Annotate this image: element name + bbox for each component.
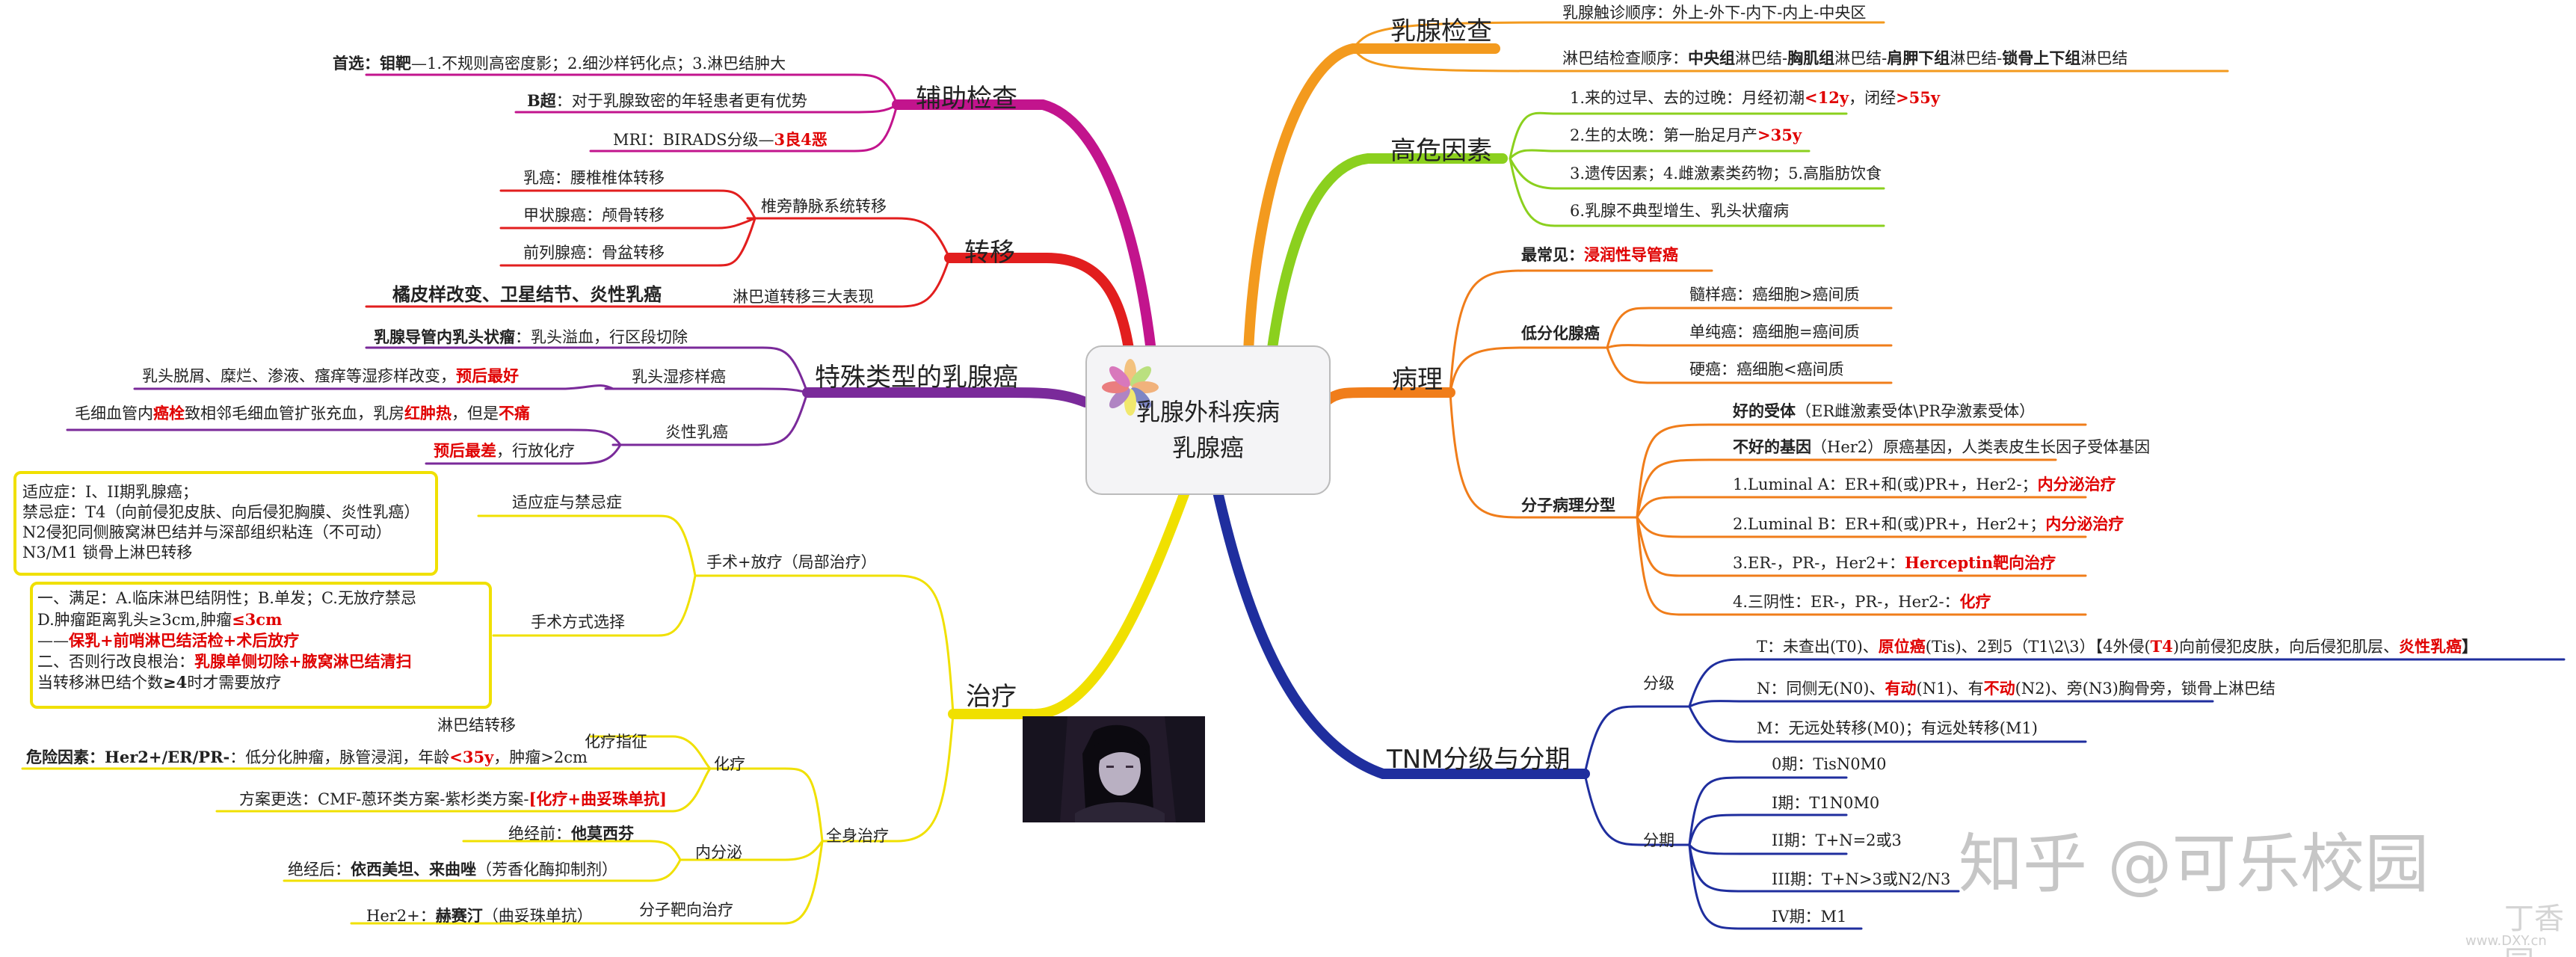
pathology-medullary: 髓样癌：癌细胞>癌间质 — [1689, 286, 1860, 304]
branch-tnm[interactable]: TNM分级与分期 — [1387, 745, 1571, 775]
treat-endocrine: 内分泌 — [695, 843, 742, 861]
dxy-watermark: www.DXY.cn — [2465, 933, 2547, 949]
central-subtitle: 乳腺癌 — [1171, 434, 1244, 462]
surgery-box — [30, 582, 492, 709]
tnm-stage: 分期 — [1643, 831, 1674, 849]
chemo-lymph: 淋巴结转移 — [437, 716, 516, 734]
special-papilloma: 乳腺导管内乳头状瘤：乳头溢血，行区段切除 — [374, 327, 688, 346]
branch-risk-factors[interactable]: 高危因素 — [1390, 136, 1492, 166]
chemo-indication: 化疗指征 — [585, 733, 647, 751]
zhihu-watermark: 知乎 @可乐校园 — [1959, 827, 2429, 902]
branch-treatment[interactable]: 治疗 — [966, 682, 1017, 712]
tnm-grade: 分级 — [1643, 674, 1674, 692]
meta-lymphatic: 淋巴道转移三大表现 — [733, 288, 874, 306]
targeted-herceptin: Her2+：赫赛汀（曲妥珠单抗） — [366, 906, 593, 925]
dxy-logo: 丁香园 — [2504, 902, 2564, 957]
special-inflammatory: 炎性乳癌 — [665, 423, 728, 441]
surgery-radical: 二、否则行改良根治：乳腺单侧切除+腋窝淋巴结清扫 — [37, 652, 412, 671]
treat-targeted: 分子靶向治疗 — [639, 901, 733, 919]
chemo-regimen: 方案更迭：CMF-蒽环类方案-紫杉类方案-[化疗+曲妥珠单抗] — [239, 790, 667, 808]
special-paget: 乳头湿疹样癌 — [632, 368, 726, 386]
special-inflammatory-prognosis: 预后最差，行放化疗 — [434, 441, 575, 460]
tnm-t: T：未查出(T0)、原位癌(Tis)、2到5（T1\2\3）【4外侵(T4)向前… — [1757, 637, 2478, 656]
aux-mri: MRI：BIRADS分级—3良4恶 — [613, 130, 828, 149]
meta-lymphatic-signs: 橘皮样改变、卫星结节、炎性乳癌 — [392, 283, 662, 305]
chemo-risk-factors: 危险因素：Her2+/ER/PR-：低分化肿瘤，脉管浸润，年龄<35y，肿瘤>2… — [26, 748, 588, 766]
stage-1: I期：T1N0M0 — [1772, 794, 1880, 812]
risk-item-4: 6.乳腺不典型增生、乳头状瘤病 — [1570, 202, 1790, 220]
molecular-luminal-a: 1.Luminal A：ER+和(或)PR+，Her2-；内分泌治疗 — [1733, 475, 2116, 493]
surgery-criteria-1: 一、满足：A.临床淋巴结阴性；B.单发；C.无放疗禁忌 — [37, 589, 416, 607]
pinwheel-icon — [1102, 359, 1159, 416]
aux-mammography: 首选：钼靶—1.不规则高密度影；2.细沙样钙化点；3.淋巴结肿大 — [333, 54, 786, 73]
risk-item-3: 3.遗传因素；4.雌激素类药物；5.高脂肪饮食 — [1570, 164, 1882, 182]
treat-surgery-choice: 手术方式选择 — [531, 613, 625, 631]
molecular-her2: 3.ER-，PR-，Her2+：Herceptin靶向治疗 — [1733, 553, 2056, 572]
risk-item-1: 1.来的过早、去的过晚：月经初潮<12y，闭经>55y — [1570, 88, 1941, 107]
branch-breast-exam[interactable]: 乳腺检查 — [1390, 16, 1492, 46]
indication-3: N2侵犯同侧腋窝淋巴结并与深部组织粘连（不可动） — [22, 523, 392, 541]
aux-ultrasound: B超：对于乳腺致密的年轻患者更有优势 — [527, 91, 807, 110]
pathology-molecular: 分子病理分型 — [1521, 496, 1615, 514]
stage-0: 0期：TisN0M0 — [1772, 755, 1887, 773]
branch-pathology[interactable]: 病理 — [1392, 365, 1443, 395]
indication-box — [13, 471, 438, 576]
exam-lymph-order: 淋巴结检查顺序：中央组淋巴结-胸肌组淋巴结-肩胛下组淋巴结-锁骨上下组淋巴结 — [1562, 49, 2128, 67]
risk-item-2: 2.生的太晚：第一胎足月产>35y — [1570, 126, 1802, 144]
special-inflammatory-desc: 毛细血管内癌栓致相邻毛细血管扩张充血，乳房红肿热，但是不痛 — [75, 404, 530, 422]
molecular-good-receptor: 好的受体（ER雌激素受体\PR孕激素受体） — [1733, 401, 2036, 420]
meta-thyroid-cancer: 甲状腺癌：颅骨转移 — [523, 206, 665, 224]
treat-chemo: 化疗 — [714, 755, 745, 773]
stage-2: II期：T+N=2或3 — [1772, 831, 1902, 849]
meta-breast-cancer: 乳癌：腰椎椎体转移 — [523, 169, 665, 187]
tnm-m: M：无远处转移(M0)；有远处转移(M1) — [1757, 719, 2038, 737]
surgery-breast-conserving: ——保乳+前哨淋巴结活检+术后放疗 — [37, 631, 300, 650]
pathology-poorly-differentiated: 低分化腺癌 — [1521, 324, 1600, 342]
tnm-n: N：同侧无(N0)、有动(N1)、有不动(N2)、旁(N3)胸骨旁，锁骨上淋巴结 — [1757, 679, 2275, 698]
treat-local: 手术+放疗（局部治疗） — [706, 553, 877, 571]
indication-1: 适应症：I、II期乳腺癌； — [22, 483, 198, 501]
central-title: 乳腺外科疾病 — [1136, 398, 1280, 426]
surgery-criteria-2: D.肿瘤距离乳头≥3cm,肿瘤≤3cm — [37, 610, 283, 629]
indication-4: N3/M1 锁骨上淋巴转移 — [22, 544, 193, 561]
pathology-scirrhous: 硬癌：癌细胞<癌间质 — [1689, 360, 1844, 378]
stage-3: III期：T+N>3或N2/N3 — [1772, 870, 1951, 888]
stage-4: IV期：M1 — [1772, 908, 1847, 926]
anime-character-image — [1023, 716, 1205, 822]
special-paget-desc: 乳头脱屑、糜烂、渗液、瘙痒等湿疹样改变，预后最好 — [142, 366, 519, 385]
meta-prostate-cancer: 前列腺癌：骨盆转移 — [523, 244, 665, 262]
branch-auxiliary-exam[interactable]: 辅助检查 — [916, 84, 1017, 114]
surgery-radiotherapy-rule: 当转移淋巴结个数≥4时才需要放疗 — [37, 673, 282, 692]
treat-indications: 适应症与禁忌症 — [512, 493, 622, 511]
pathology-simple: 单纯癌：癌细胞=癌间质 — [1689, 323, 1860, 341]
molecular-bad-gene: 不好的基因（Her2）原癌基因，人类表皮生长因子受体基因 — [1733, 437, 2151, 456]
endocrine-postmenopause: 绝经后：依西美坦、来曲唑（芳香化酶抑制剂） — [288, 860, 617, 878]
branch-metastasis[interactable]: 转移 — [964, 238, 1015, 268]
endocrine-premenopause: 绝经前：他莫西芬 — [508, 824, 634, 843]
meta-vertebral-vein: 椎旁静脉系统转移 — [761, 197, 887, 215]
indication-2: 禁忌症：T4（向前侵犯皮肤、向后侵犯胸膜、炎性乳癌） — [22, 503, 420, 521]
central-topic[interactable]: 乳腺外科疾病 乳腺癌 — [1085, 345, 1331, 495]
pathology-most-common: 最常见：浸润性导管癌 — [1521, 245, 1678, 264]
molecular-luminal-b: 2.Luminal B：ER+和(或)PR+，Her2+；内分泌治疗 — [1733, 514, 2124, 533]
molecular-triple-negative: 4.三阴性：ER-，PR-，Her2-：化疗 — [1733, 592, 1991, 611]
branch-special-types[interactable]: 特殊类型的乳腺癌 — [815, 363, 1018, 393]
treat-systemic: 全身治疗 — [826, 827, 889, 845]
exam-palpation-order: 乳腺触诊顺序：外上-外下-内下-内上-中央区 — [1562, 4, 1867, 22]
